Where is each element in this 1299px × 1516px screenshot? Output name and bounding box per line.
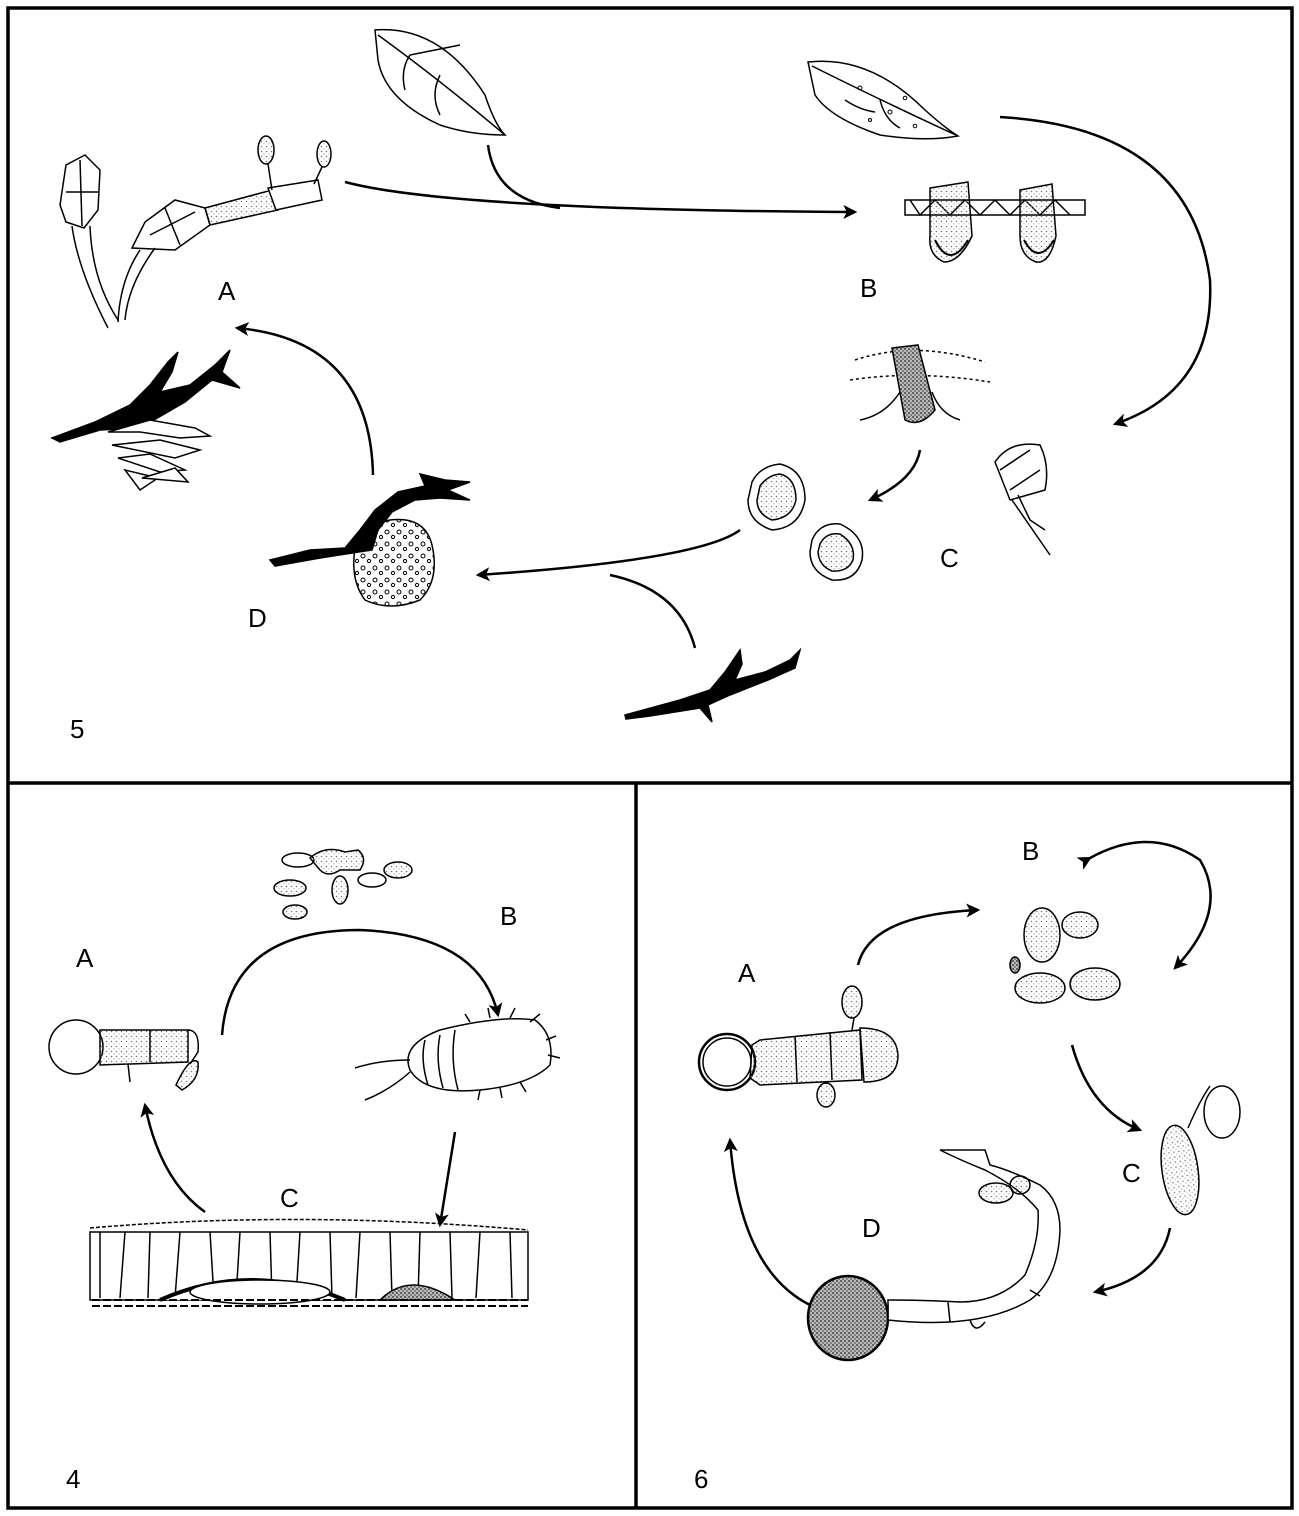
panel-6-stage-label-d: D (862, 1215, 881, 1241)
panel-5-leaf-section (905, 182, 1085, 262)
arrow-leaf-join (488, 145, 560, 208)
panel-6-stage-label-c: C (1122, 1160, 1141, 1186)
panel-6-germinating-conidium (1156, 1086, 1240, 1217)
panel-5-infected-leaf (808, 61, 958, 139)
panel-5-drawing (52, 30, 1085, 722)
panel-5-stage-label-b: B (860, 275, 877, 301)
panel-6-spores (1010, 908, 1120, 1003)
panel-6-germinating-spore (699, 986, 898, 1107)
panel-4-tissue-section (90, 1219, 528, 1306)
panel-6-number: 6 (694, 1466, 708, 1492)
arrow-twig-join (610, 575, 695, 648)
arrow-a-to-b (858, 910, 978, 965)
panel-5-healthy-leaf (375, 30, 505, 135)
panel-5-acervulus-section (850, 345, 990, 422)
arrow-b-to-c (1000, 117, 1210, 424)
panel-6-stage-label-a: A (738, 960, 755, 986)
arrow-b-to-c (1072, 1045, 1140, 1130)
arrow-c-to-d (1095, 1228, 1170, 1292)
panel-5-branch-with-fruit (270, 474, 470, 606)
panel-4-stage-label-b: B (500, 903, 517, 929)
panel-5-twig-with-fruits (52, 350, 240, 490)
panel-5-number: 5 (70, 716, 84, 742)
panel-6-drawing (699, 908, 1240, 1360)
panel-4-number: 4 (66, 1466, 80, 1492)
panel-6-hypha-with-sporangium (808, 1150, 1060, 1360)
panel-4-germinating-spore (49, 1020, 198, 1090)
arrow-spores-to-d (478, 530, 740, 575)
panel-4-drawing (49, 850, 560, 1306)
arrow-a-to-b (345, 182, 855, 212)
panel-4-spore-chain (274, 850, 412, 919)
arrow-d-to-a (730, 1140, 810, 1305)
panel-5-conidiophore-illustration (60, 136, 331, 328)
panel-5-stage-label-c: C (940, 545, 959, 571)
panel-5-stage-label-a: A (218, 278, 235, 304)
panel-4-stage-label-c: C (280, 1185, 299, 1211)
panel-4-insect-host (355, 1008, 560, 1100)
arrow-c-to-a (145, 1105, 205, 1212)
panel-6-stage-label-b: B (1022, 838, 1039, 864)
panel-5-flower-bud (995, 444, 1050, 555)
arrow-b-to-c (440, 1132, 455, 1225)
panel-5-spores (748, 464, 863, 580)
arrow-a-to-b (222, 930, 498, 1035)
arrow-b-cycle (1090, 842, 1211, 968)
panel-5-twig (625, 650, 800, 722)
panel-4-stage-label-a: A (76, 945, 93, 971)
arrow-d-to-a (237, 328, 373, 475)
panel-5-stage-label-d: D (248, 605, 267, 631)
arrow-c-to-spores (870, 450, 920, 500)
